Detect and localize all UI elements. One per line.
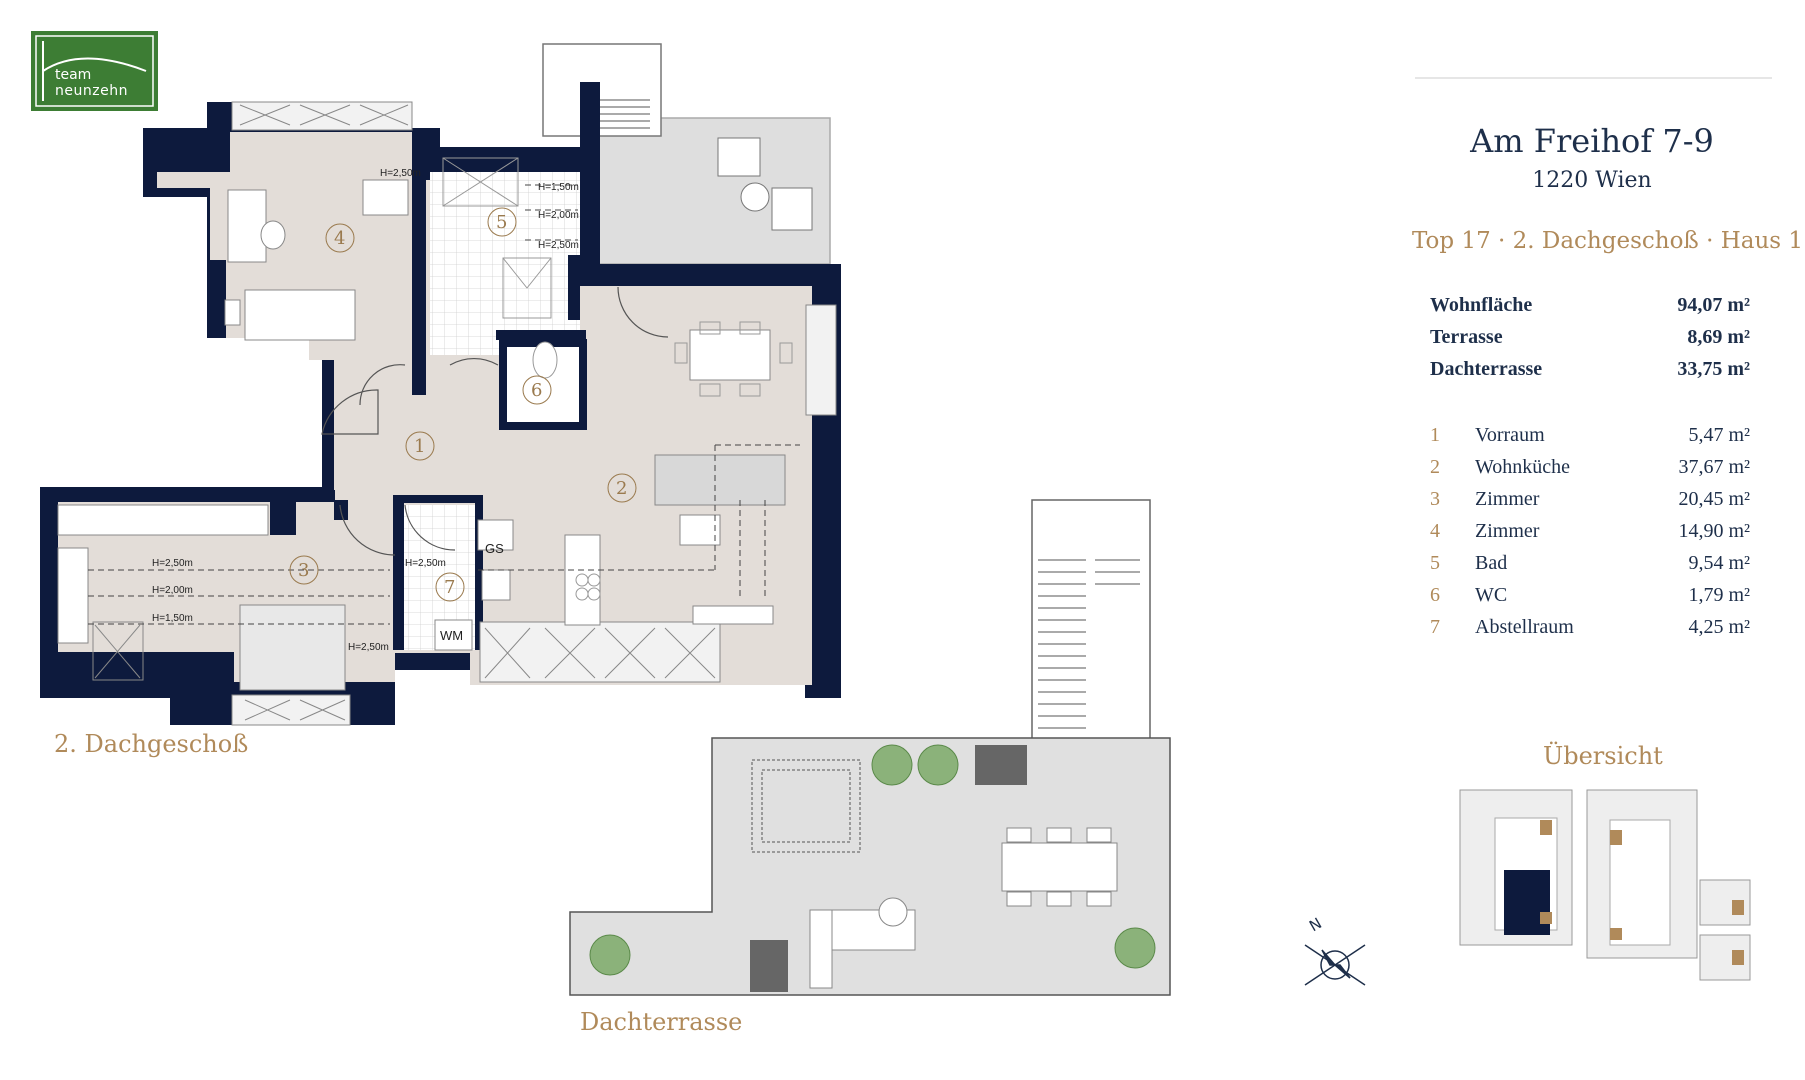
room-row-area: 14,90 m² [1678, 520, 1750, 542]
room-row-name: Zimmer [1475, 488, 1540, 510]
room-row-number: 5 [1430, 552, 1440, 574]
upper-stair [542, 43, 662, 137]
room-row-area: 5,47 m² [1688, 424, 1750, 446]
room-floors [58, 132, 812, 685]
compass-north-label: N [1306, 914, 1325, 935]
room-row: 6 WC 1,79 m² [1430, 584, 1750, 608]
area-summary-label: Dachterrasse [1430, 358, 1543, 380]
height-labels: H=2,50m H=2,00m H=1,50m H=2,50m H=2,50m … [152, 168, 579, 653]
room-number: 4 [334, 228, 345, 249]
room-row-number: 1 [1430, 424, 1440, 446]
height-label: H=2,50m [538, 240, 579, 251]
room-row-name: Wohnküche [1475, 456, 1571, 478]
logo-text-team: team [55, 67, 92, 83]
area-summary-value: 8,69 m² [1687, 326, 1750, 348]
room-row-number: 6 [1430, 584, 1440, 606]
room-row-name: WC [1475, 584, 1508, 606]
room-row-name: Zimmer [1475, 520, 1540, 542]
overview-title: Übersicht [1543, 742, 1663, 770]
room-row: 5 Bad 9,54 m² [1430, 552, 1750, 576]
room-row: 3 Zimmer 20,45 m² [1430, 488, 1750, 512]
windows [231, 101, 837, 726]
washing-machine-label: WM [440, 628, 463, 643]
unit-label: Top 17 · 2. Dachgeschoß · Haus 1 [1412, 228, 1804, 254]
room-row-area: 9,54 m² [1688, 552, 1750, 574]
room-row-area: 1,79 m² [1688, 584, 1750, 606]
room-number: 3 [298, 560, 309, 581]
room-row-area: 4,25 m² [1688, 616, 1750, 638]
furniture [57, 179, 786, 691]
room-row: 7 Abstellraum 4,25 m² [1430, 616, 1750, 640]
room-row-area: 37,67 m² [1678, 456, 1750, 478]
height-label: H=2,00m [152, 585, 193, 596]
roof-terrace-label: Dachterrasse [580, 1008, 743, 1036]
room-row: 1 Vorraum 5,47 m² [1430, 424, 1750, 448]
compass-icon [1304, 944, 1366, 986]
room-row-number: 4 [1430, 520, 1440, 542]
logo-text-neunzehn: neunzehn [55, 83, 128, 99]
area-summary-value: 33,75 m² [1677, 358, 1750, 380]
address-street: Am Freihof 7-9 [1470, 122, 1714, 160]
roof-stair [1031, 499, 1151, 781]
height-label: H=1,50m [538, 182, 579, 193]
room-number: 6 [531, 380, 542, 401]
room-row-name: Abstellraum [1475, 616, 1574, 638]
room-row: 2 Wohnküche 37,67 m² [1430, 456, 1750, 480]
room-row-number: 2 [1430, 456, 1440, 478]
area-summary-value: 94,07 m² [1677, 294, 1750, 316]
room-number-markers: 1 2 3 4 5 6 7 [289, 207, 637, 602]
roof-hatch [975, 745, 1027, 785]
height-label: H=2,00m [538, 210, 579, 221]
area-summary-label: Wohnfläche [1430, 294, 1533, 316]
room-number: 1 [414, 436, 425, 457]
roof-terrace-area [569, 737, 1171, 996]
room-number: 7 [444, 577, 455, 598]
area-summary-row: Wohnfläche 94,07 m² [1430, 294, 1750, 318]
room-row: 4 Zimmer 14,90 m² [1430, 520, 1750, 544]
room-row-name: Vorraum [1475, 424, 1545, 446]
height-lines [88, 184, 800, 625]
bathroom-tiles [430, 172, 580, 355]
outdoor-table [1001, 842, 1118, 892]
room-row-number: 7 [1430, 616, 1440, 638]
room-number: 2 [616, 478, 627, 499]
logo-roof-icon [35, 35, 154, 107]
area-summary-row: Dachterrasse 33,75 m² [1430, 358, 1750, 382]
height-label: H=2,50m [380, 168, 421, 179]
area-summary-label: Terrasse [1430, 326, 1503, 348]
height-label: H=2,50m [405, 558, 446, 569]
room-row-number: 3 [1430, 488, 1440, 510]
floor-label: 2. Dachgeschoß [54, 730, 249, 758]
room-number: 5 [496, 212, 507, 233]
address-city: 1220 Wien [1532, 168, 1652, 193]
plants [589, 744, 1156, 976]
doors [321, 286, 669, 556]
height-label: H=1,50m [152, 613, 193, 624]
height-label: H=2,50m [152, 558, 193, 569]
gas-label: GS [485, 541, 504, 556]
overview-map [1459, 789, 1751, 981]
height-label: H=2,50m [348, 642, 389, 653]
internal-walls [210, 130, 586, 650]
room-row-name: Bad [1475, 552, 1508, 574]
area-summary-row: Terrasse 8,69 m² [1430, 326, 1750, 350]
room-row-area: 20,45 m² [1678, 488, 1750, 510]
team-neunzehn-logo[interactable]: team neunzehn [31, 31, 158, 111]
